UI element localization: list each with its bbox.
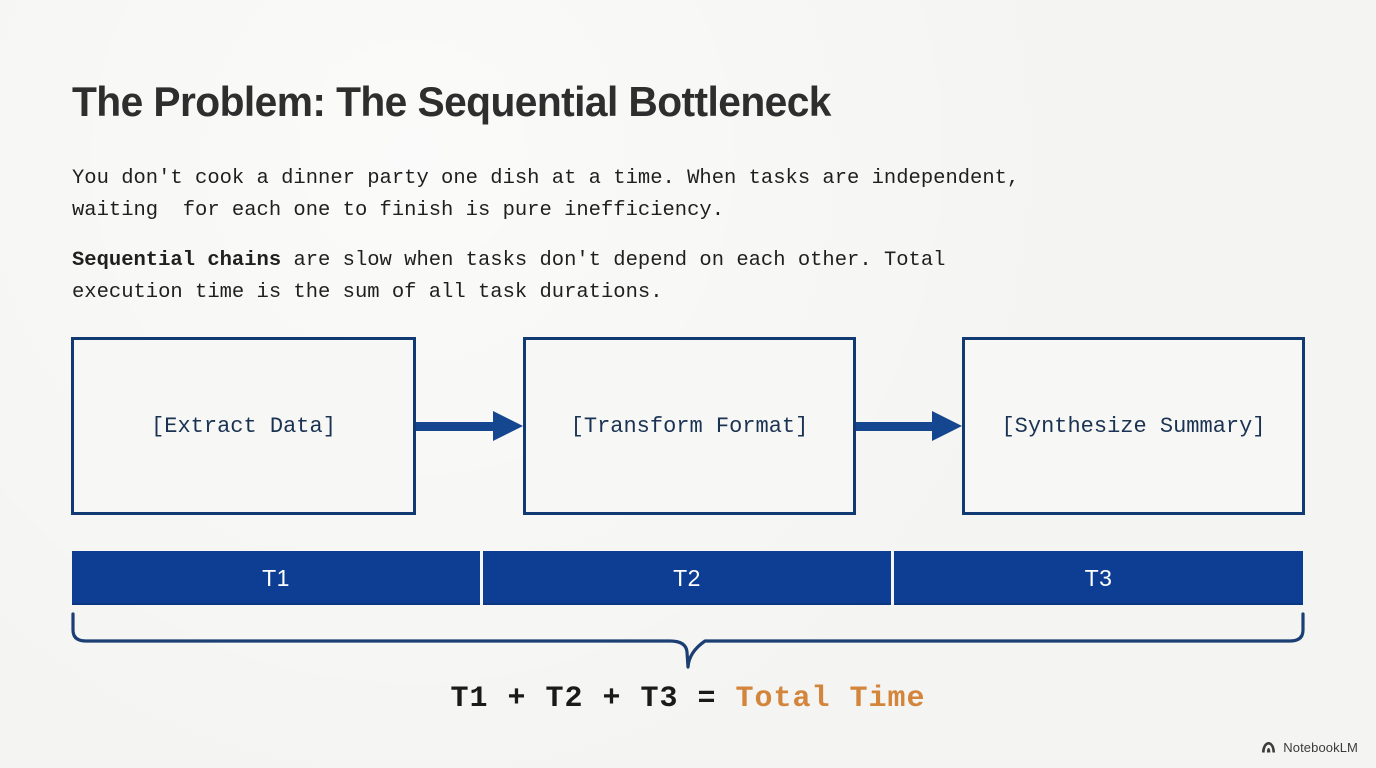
timeline-segment-t3[interactable]: T3 xyxy=(894,551,1303,605)
timeline-segment-t2[interactable]: T2 xyxy=(483,551,891,605)
page-title: The Problem: The Sequential Bottleneck xyxy=(72,78,831,125)
formula-expression: T1 + T2 + T3 = xyxy=(450,682,736,716)
timeline-bar: T1 T2 T3 xyxy=(72,551,1303,605)
arrow-right-icon xyxy=(856,411,962,441)
arrow-shaft xyxy=(856,422,934,431)
flow-step-synthesize-summary[interactable]: [Synthesize Summary] xyxy=(962,337,1305,515)
timeline-segment-label: T1 xyxy=(262,564,290,591)
notebooklm-logo-icon xyxy=(1262,742,1276,753)
body-paragraph-2-emphasis: Sequential chains xyxy=(72,249,282,272)
flow-step-extract-data[interactable]: [Extract Data] xyxy=(71,337,416,515)
flow-step-transform-format[interactable]: [Transform Format] xyxy=(523,337,856,515)
body-paragraph-2-rest: are slow when tasks don't depend on each… xyxy=(72,249,946,304)
timeline-segment-label: T2 xyxy=(673,564,701,591)
body-paragraph-1: You don't cook a dinner party one dish a… xyxy=(72,167,1020,222)
total-time-formula: T1 + T2 + T3 = Total Time xyxy=(0,682,1376,716)
formula-result: Total Time xyxy=(735,682,926,716)
total-duration-brace xyxy=(70,612,1306,670)
flow-step-label: [Synthesize Summary] xyxy=(1001,413,1266,439)
arrow-shaft xyxy=(416,422,495,431)
timeline-segment-t1[interactable]: T1 xyxy=(72,551,480,605)
arrow-head xyxy=(932,411,962,441)
arrow-head xyxy=(493,411,523,441)
flow-step-label: [Extract Data] xyxy=(151,413,336,439)
brace-icon xyxy=(71,612,1305,669)
body-paragraph-2: Sequential chains are slow when tasks do… xyxy=(72,245,945,309)
timeline-segment-label: T3 xyxy=(1084,564,1113,591)
notebooklm-watermark: NotebookLM xyxy=(1260,739,1358,756)
flow-step-label: [Transform Format] xyxy=(570,413,809,439)
arrow-right-icon xyxy=(416,411,523,441)
watermark-label: NotebookLM xyxy=(1283,740,1358,755)
sequential-flow-diagram: [Extract Data] [Transform Format] [Synth… xyxy=(71,337,1305,515)
